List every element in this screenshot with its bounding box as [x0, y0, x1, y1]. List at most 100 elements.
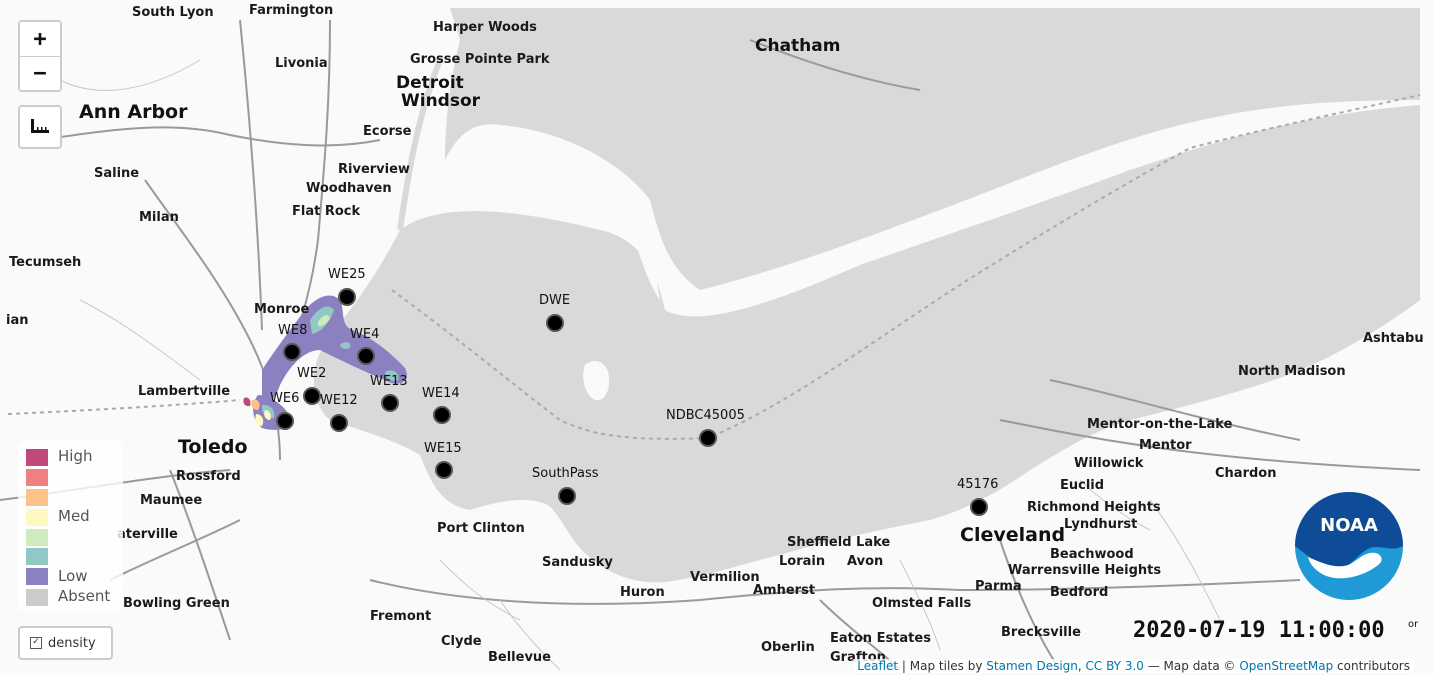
- station-we13[interactable]: [381, 394, 399, 412]
- stamen-link[interactable]: Stamen Design: [986, 659, 1078, 673]
- station-label: WE6: [270, 391, 299, 406]
- station-we6[interactable]: [276, 412, 294, 430]
- noaa-logo-text: NOAA: [1320, 515, 1378, 536]
- station-we25[interactable]: [338, 288, 356, 306]
- place-label: Beachwood: [1050, 547, 1134, 562]
- place-label: Tecumseh: [9, 255, 81, 270]
- detroit-river: [397, 58, 443, 231]
- measure-button[interactable]: [18, 105, 62, 149]
- zoom-control: + −: [18, 20, 62, 92]
- station-dwe[interactable]: [546, 314, 564, 332]
- leaflet-link[interactable]: Leaflet: [857, 659, 899, 673]
- station-markers: [276, 288, 988, 516]
- place-label: Mentor-on-the-Lake: [1087, 417, 1233, 432]
- place-label: Detroit: [396, 73, 464, 93]
- point-pelee: [632, 210, 660, 300]
- place-label: Lyndhurst: [1064, 517, 1137, 532]
- place-label: Ashtabu: [1363, 331, 1424, 346]
- cc-link[interactable]: CC BY 3.0: [1085, 659, 1144, 673]
- lake-st-clair: [445, 8, 1420, 290]
- attribution-text: contributors: [1333, 659, 1410, 673]
- legend-swatch: [26, 449, 48, 466]
- legend-swatch: [26, 529, 48, 546]
- place-label: Oberlin: [761, 640, 815, 655]
- station-label: WE15: [424, 441, 462, 456]
- station-we2[interactable]: [303, 387, 321, 405]
- place-label: Livonia: [275, 56, 328, 71]
- place-label: Monroe: [254, 302, 309, 317]
- station-label: WE8: [278, 323, 307, 338]
- place-label: Amherst: [753, 583, 815, 598]
- legend-label-high: High: [58, 447, 93, 465]
- place-label: Chatham: [755, 36, 840, 56]
- place-label: Rossford: [176, 469, 241, 484]
- place-label: Warrensville Heights: [1008, 563, 1161, 578]
- station-45176[interactable]: [970, 498, 988, 516]
- check-icon[interactable]: ✓: [30, 637, 42, 649]
- place-label: Ecorse: [363, 124, 412, 139]
- international-border: [7, 94, 1421, 440]
- place-label: Parma: [975, 579, 1022, 594]
- zoom-out-button[interactable]: −: [20, 56, 60, 90]
- place-label: Sandusky: [542, 555, 613, 570]
- legend-label-absent: Absent: [58, 587, 111, 605]
- place-label: Bellevue: [488, 650, 551, 665]
- place-label: Maumee: [140, 493, 202, 508]
- osm-link[interactable]: OpenStreetMap: [1239, 659, 1334, 673]
- place-label: Lambertville: [138, 384, 230, 399]
- station-southpass[interactable]: [558, 487, 576, 505]
- legend-swatch: [26, 589, 48, 606]
- place-label: Saline: [94, 166, 139, 181]
- place-label: Bedford: [1050, 585, 1108, 600]
- place-label: Vermilion: [690, 570, 760, 585]
- place-label: Mentor: [1139, 438, 1192, 453]
- timestamp-suffix: or: [1408, 619, 1419, 630]
- station-we4[interactable]: [357, 347, 375, 365]
- lake-erie: [313, 105, 1420, 583]
- place-label: Bowling Green: [123, 596, 230, 611]
- place-label: Chardon: [1215, 466, 1276, 481]
- station-ndbc45005[interactable]: [699, 429, 717, 447]
- place-labels: South Lyon Farmington Harper Woods Gross…: [6, 3, 1424, 665]
- place-label: Eaton Estates: [830, 631, 931, 646]
- station-label: DWE: [539, 293, 570, 308]
- station-label: SouthPass: [532, 466, 599, 481]
- station-we15[interactable]: [435, 461, 453, 479]
- place-label: North Madison: [1238, 364, 1346, 379]
- station-labels: WE25 DWE WE8 WE4 WE2 WE13 WE14 WE12 WE6 …: [270, 267, 998, 492]
- place-label: Brecksville: [1001, 625, 1081, 640]
- station-label: WE4: [350, 327, 379, 342]
- legend-swatch: [26, 509, 48, 526]
- place-label: Avon: [847, 554, 883, 569]
- place-label: Clyde: [441, 634, 482, 649]
- legend-swatch: [26, 568, 48, 585]
- place-label: Richmond Heights: [1027, 500, 1161, 515]
- place-label: Windsor: [401, 91, 481, 111]
- place-label: Fremont: [370, 609, 431, 624]
- station-we12[interactable]: [330, 414, 348, 432]
- legend-swatch: [26, 489, 48, 506]
- place-label: Euclid: [1060, 478, 1104, 493]
- place-label: South Lyon: [132, 5, 214, 20]
- place-label: Milan: [139, 210, 179, 225]
- attribution-text: | Map tiles by: [898, 659, 987, 673]
- place-label: Ann Arbor: [79, 101, 188, 123]
- place-label: aterville: [117, 527, 178, 542]
- place-label: Flat Rock: [292, 204, 360, 219]
- place-label: Huron: [620, 585, 665, 600]
- noaa-logo: NOAA: [1295, 492, 1403, 600]
- ruler-icon: [31, 119, 49, 133]
- pelee-island: [583, 360, 610, 401]
- station-we8[interactable]: [283, 343, 301, 361]
- station-we14[interactable]: [433, 406, 451, 424]
- place-label: Riverview: [338, 162, 410, 177]
- place-label: Sheffield Lake: [787, 535, 890, 550]
- legend-label-med: Med: [58, 507, 90, 525]
- minor-roads: [59, 59, 1221, 671]
- density-layer-toggle[interactable]: ✓ density: [18, 626, 113, 660]
- station-label: WE2: [297, 366, 326, 381]
- attribution-text: ,: [1077, 659, 1086, 673]
- place-label: ian: [6, 313, 28, 328]
- zoom-in-button[interactable]: +: [20, 22, 60, 56]
